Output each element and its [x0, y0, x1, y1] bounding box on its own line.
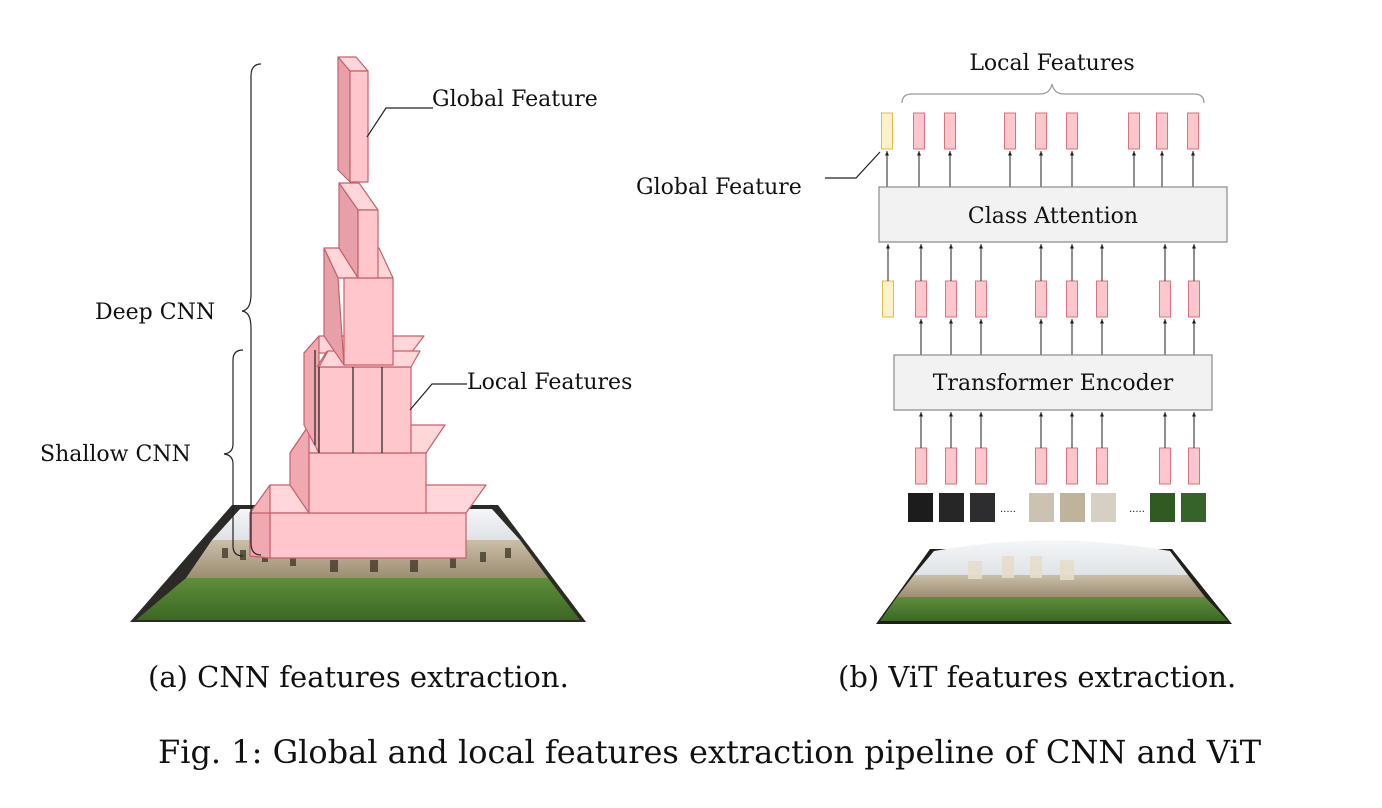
patch-embedding-token — [1188, 447, 1200, 485]
deep-cnn-label: Deep CNN — [95, 300, 215, 325]
patch-ellipsis: ..... — [1129, 504, 1145, 515]
global-feature-leader-b — [825, 151, 881, 179]
local-feature-token — [913, 112, 925, 150]
encoder-output-token — [1096, 280, 1108, 318]
patch — [939, 493, 964, 522]
patch — [1150, 493, 1175, 522]
encoder-output-token — [915, 280, 927, 318]
local-features-label-a: Local Features — [467, 370, 632, 395]
patch-ellipsis: ..... — [1000, 504, 1016, 515]
global-feature-token — [881, 112, 893, 150]
caption-b: (b) ViT features extraction. — [838, 660, 1237, 694]
transformer-encoder-box — [893, 354, 1213, 411]
patch-embedding-token — [1066, 447, 1078, 485]
encoder-output-token — [1159, 280, 1171, 318]
patch — [1181, 493, 1206, 522]
patch-embedding-token — [915, 447, 927, 485]
transformer-encoder-label: Transformer Encoder — [933, 371, 1174, 396]
deep-cnn-brace — [241, 63, 262, 556]
encoder-output-token — [1035, 280, 1047, 318]
vit-input-image — [876, 540, 1232, 624]
cnn-layer-6-global — [337, 56, 369, 183]
global-feature-label-a: Global Feature — [432, 87, 598, 112]
patch-embedding-token — [1159, 447, 1171, 485]
vit-token-layers — [881, 112, 1200, 485]
local-feature-token — [1156, 112, 1168, 150]
patch-embedding-token — [975, 447, 987, 485]
patch — [908, 493, 933, 522]
encoder-output-token — [1066, 280, 1078, 318]
shallow-cnn-label: Shallow CNN — [40, 442, 191, 467]
cnn-layer-3-local — [303, 335, 425, 454]
patch-embedding-token — [1096, 447, 1108, 485]
patch-embedding-token — [945, 447, 957, 485]
global-feature-leader-a — [366, 107, 433, 138]
encoder-output-token — [975, 280, 987, 318]
local-feature-token — [1035, 112, 1047, 150]
class-token-middle — [882, 280, 894, 318]
local-feature-token — [1187, 112, 1199, 150]
local-feature-token — [1128, 112, 1140, 150]
global-feature-label-b: Global Feature — [636, 175, 802, 200]
patch — [1060, 493, 1085, 522]
local-feature-token — [944, 112, 956, 150]
patch-embedding-token — [1035, 447, 1047, 485]
local-features-label-b: Local Features — [969, 51, 1134, 76]
panel-b-vit: ..... ..... Transformer Encoder Class At… — [636, 51, 1232, 624]
patch — [970, 493, 995, 522]
local-feature-token — [1004, 112, 1016, 150]
caption-a: (a) CNN features extraction. — [148, 660, 569, 694]
local-feature-token — [1066, 112, 1078, 150]
cnn-layer-5 — [338, 182, 379, 279]
image-patches: ..... ..... — [908, 493, 1206, 522]
patch — [1029, 493, 1054, 522]
local-features-brace — [901, 83, 1205, 104]
encoder-output-token — [945, 280, 957, 318]
encoder-output-token — [1188, 280, 1200, 318]
class-attention-label: Class Attention — [968, 204, 1138, 229]
patch — [1091, 493, 1116, 522]
panel-a-cnn: Global Feature Local Features Deep CNN S… — [40, 56, 632, 622]
figure-caption: Fig. 1: Global and local features extrac… — [158, 733, 1262, 771]
shallow-cnn-brace — [223, 349, 244, 557]
local-features-leader-a — [409, 383, 467, 411]
cnn-block-stack — [249, 56, 487, 559]
class-attention-box — [878, 186, 1228, 243]
